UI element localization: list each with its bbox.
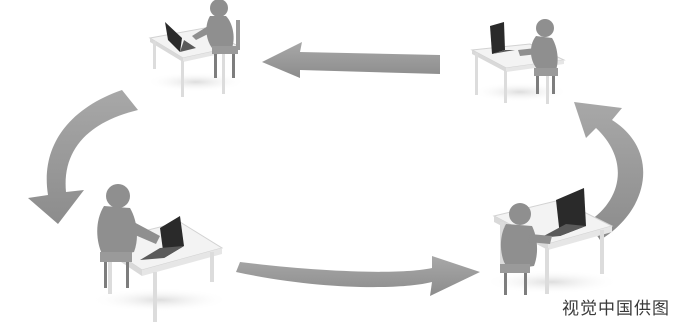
chair (100, 252, 132, 262)
workstation-top-right (472, 19, 568, 104)
arrow-bottom (236, 256, 480, 296)
person-head (106, 184, 130, 208)
workstation-top-left (146, 0, 246, 97)
arrow-top (262, 42, 440, 78)
person-head (509, 203, 531, 225)
person-head (536, 19, 554, 37)
workstation-bottom-right (484, 188, 620, 295)
watermark: 视觉中国供图 (562, 294, 670, 319)
person-body (501, 224, 537, 270)
person-head (210, 0, 228, 17)
workstation-bottom-left (90, 184, 230, 322)
chair (500, 264, 530, 273)
chair (534, 68, 558, 76)
chair (212, 46, 238, 54)
laptop-icon (490, 22, 505, 54)
